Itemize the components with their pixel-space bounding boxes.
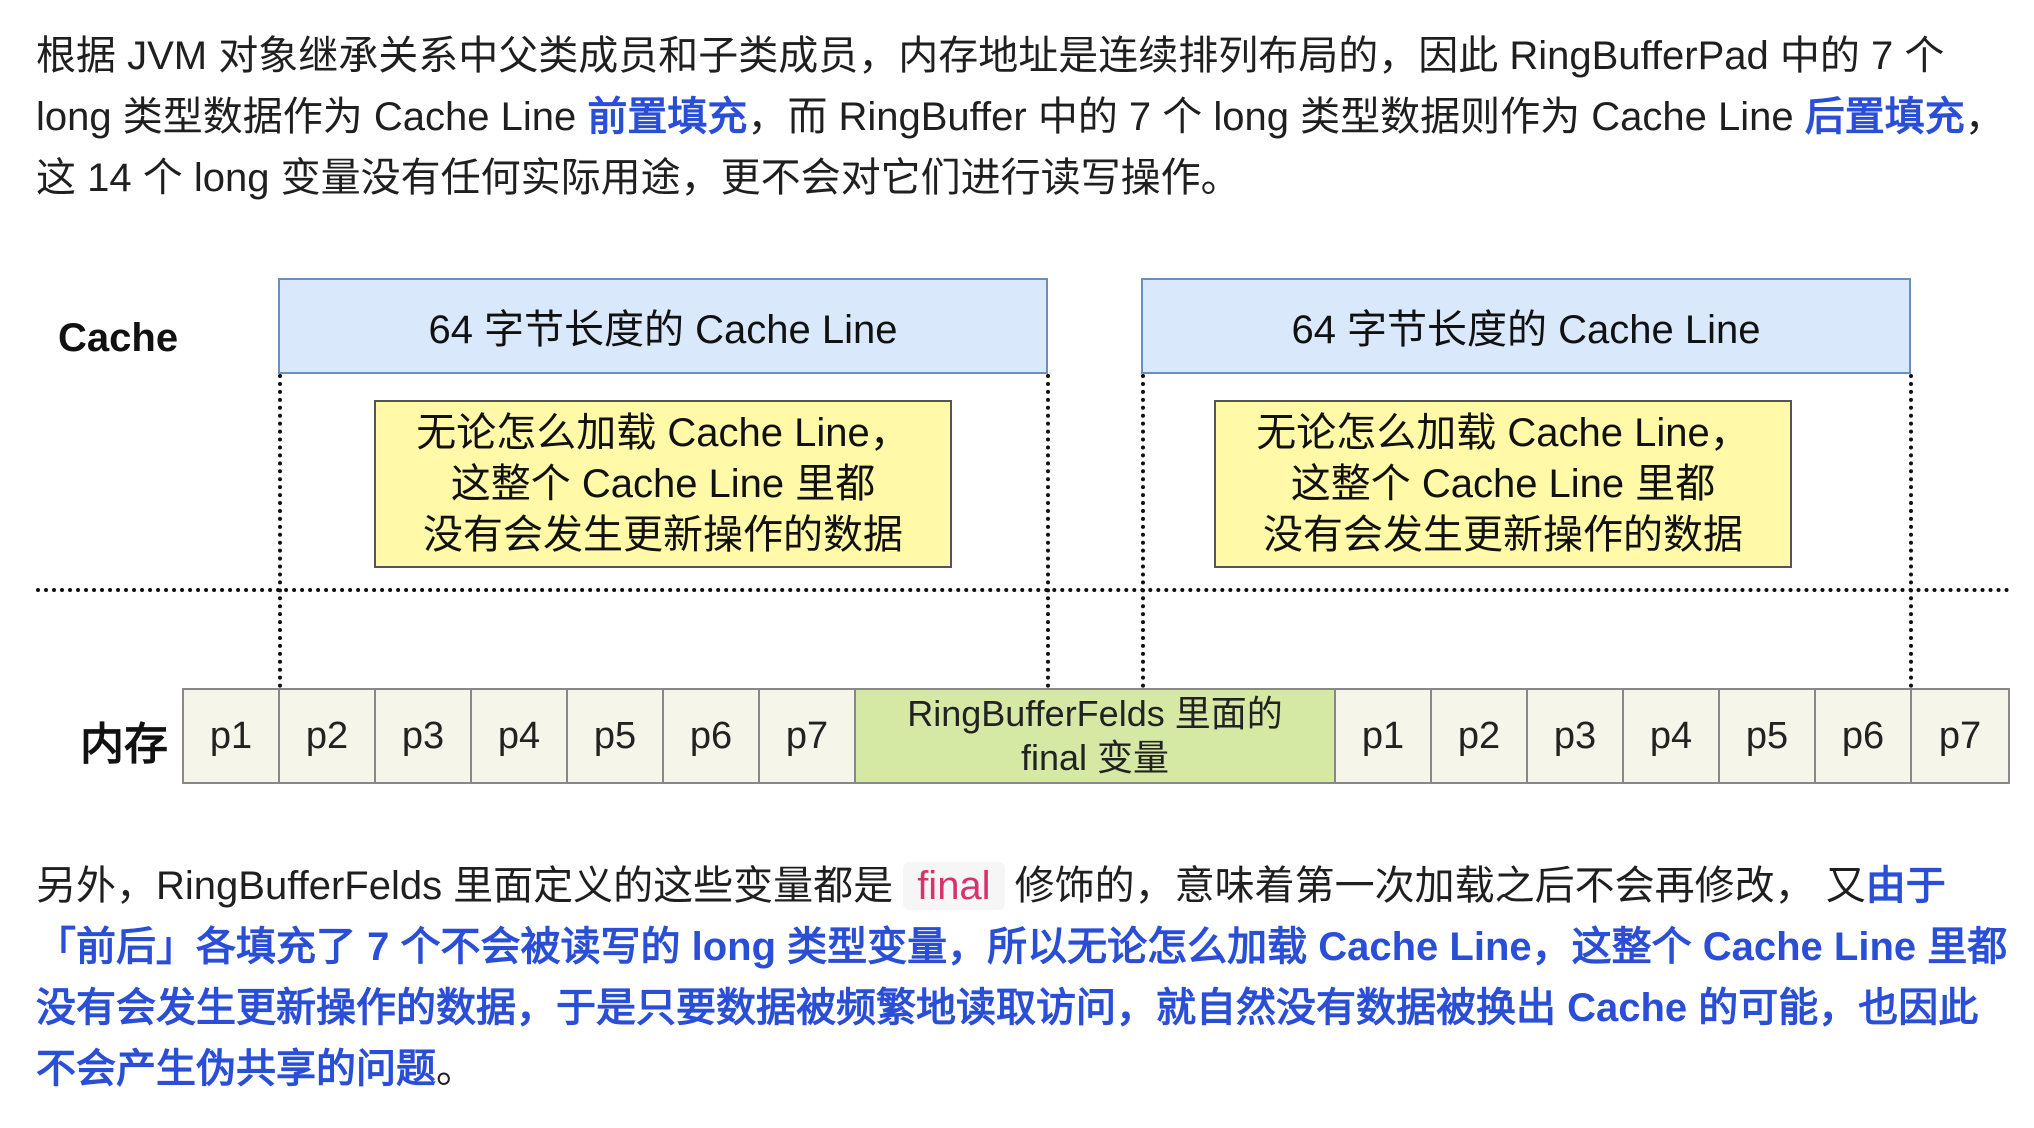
padding-cell: p5 [568,690,664,782]
note-box-right: 无论怎么加载 Cache Line， 这整个 Cache Line 里都 没有会… [1214,400,1792,568]
outro-text-2: 修饰的，意味着第一次加载之后不会再修改， 又 [1014,864,1866,908]
boundary-dotted-line [1046,374,1050,688]
note-line: 无论怎么加载 Cache Line， [416,410,910,455]
intro-text-2: ，而 RingBuffer 中的 7 个 long 类型数据则作为 Cache … [747,95,1805,139]
note-line: 无论怎么加载 Cache Line， [1256,410,1750,455]
cache-line-box-left: 64 字节长度的 Cache Line [278,278,1048,374]
cache-row-label: Cache [58,316,179,360]
memory-row-label: 内存 [80,720,168,769]
boundary-dotted-line [1141,374,1145,688]
padding-cell: p3 [1528,690,1624,782]
padding-cell: p2 [1432,690,1528,782]
outro-text-3: 。 [436,1047,476,1091]
padding-cell: p2 [280,690,376,782]
padding-cell: p1 [184,690,280,782]
boundary-dotted-line [278,374,282,688]
intro-highlight-postfill: 后置填充 [1804,95,1965,139]
outro-highlight: 由于「前后」各填充了 7 个不会被读写的 long 类型变量，所以无论怎么加载 … [36,864,2008,1091]
padding-cell: p3 [376,690,472,782]
final-code-inline: final [903,862,1005,910]
note-box-left: 无论怎么加载 Cache Line， 这整个 Cache Line 里都 没有会… [374,400,952,568]
intro-text-1: 根据 JVM 对象继承关系中父类成员和子类成员，内存地址是连续排列布局的，因此 … [36,34,1945,139]
padding-cell: p7 [760,690,856,782]
padding-cell: p4 [472,690,568,782]
padding-cell: p6 [1816,690,1912,782]
note-line: 这整个 Cache Line 里都 [1290,461,1716,506]
padding-cell: p7 [1912,690,2008,782]
cache-line-box-right: 64 字节长度的 Cache Line [1141,278,1911,374]
note-line: 没有会发生更新操作的数据 [423,512,903,557]
padding-cell: p4 [1624,690,1720,782]
intro-text-3: ，这 14 个 long 变量没有任何实际用途，更不会对它们进行读写操作。 [36,95,2005,200]
separator-dotted-line [36,588,2011,592]
padding-cell: p5 [1720,690,1816,782]
boundary-dotted-line [1909,374,1913,688]
final-cell-line: final 变量 [1020,737,1170,778]
outro-text-1: 另外，RingBufferFelds 里面定义的这些变量都是 [36,864,894,908]
cache-line-diagram: Cache 64 字节长度的 Cache Line 64 字节长度的 Cache… [0,270,2034,790]
padding-cell: p1 [1336,690,1432,782]
padding-cell: p6 [664,690,760,782]
intro-highlight-prefill: 前置填充 [587,95,748,139]
note-line: 没有会发生更新操作的数据 [1263,512,1743,557]
note-line: 这整个 Cache Line 里都 [450,461,876,506]
intro-paragraph: 根据 JVM 对象继承关系中父类成员和子类成员，内存地址是连续排列布局的，因此 … [36,26,2011,209]
memory-row: p1 p2 p3 p4 p5 p6 p7 RingBufferFelds 里面的… [182,688,2010,784]
final-cell-line: RingBufferFelds 里面的 [907,693,1283,734]
final-variables-cell: RingBufferFelds 里面的 final 变量 [856,690,1336,782]
